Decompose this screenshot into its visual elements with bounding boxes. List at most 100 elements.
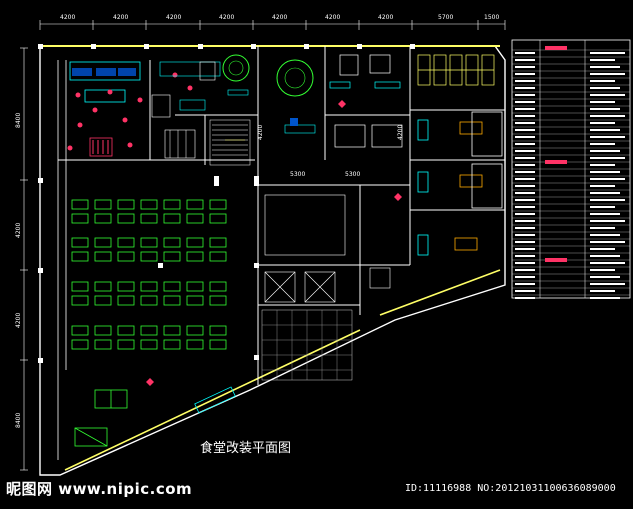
- top-dimension-label: 4200: [272, 14, 287, 21]
- schedule-cell-text: [515, 150, 535, 152]
- schedule-cell-text: [590, 101, 615, 103]
- schedule-cell-text: [590, 80, 615, 82]
- left-dimension-label: 4200: [15, 313, 22, 328]
- schedule-cell-text: [515, 255, 535, 257]
- schedule-cell-text: [515, 241, 535, 243]
- dining-table: [71, 339, 89, 350]
- dining-table: [209, 295, 227, 306]
- watermark-site: 昵图网 www.nipic.com: [6, 480, 193, 498]
- schedule-cell-text: [590, 115, 625, 117]
- dining-table: [209, 199, 227, 210]
- dining-table: [94, 339, 112, 350]
- schedule-cell-text: [590, 248, 615, 250]
- schedule-cell-text: [515, 262, 535, 264]
- dining-table: [71, 251, 89, 262]
- dining-table: [94, 199, 112, 210]
- schedule-cell-text: [515, 171, 535, 173]
- schedule-cell-text: [515, 164, 535, 166]
- schedule-cell-text: [515, 108, 535, 110]
- schedule-cell-text: [515, 283, 535, 285]
- schedule-cell-text: [515, 66, 535, 68]
- schedule-cell-text: [590, 276, 620, 278]
- dining-table: [186, 325, 204, 336]
- schedule-cell-text: [515, 136, 535, 138]
- dining-table: [71, 213, 89, 224]
- schedule-cell-text: [515, 269, 535, 271]
- top-dimension-label: 4200: [219, 14, 234, 21]
- schedule-cell-text: [590, 213, 620, 215]
- schedule-cell-text: [590, 59, 615, 61]
- dining-table: [71, 295, 89, 306]
- left-dimension-line: [20, 47, 28, 471]
- side-offices: [417, 111, 503, 256]
- schedule-cell-text: [590, 136, 625, 138]
- dining-table: [163, 339, 181, 350]
- schedule-cell-text: [515, 234, 535, 236]
- schedule-cell-text: [590, 122, 615, 124]
- dining-table: [163, 295, 181, 306]
- schedule-cell-text: [590, 290, 615, 292]
- schedule-table: [511, 39, 631, 299]
- dining-table: [186, 339, 204, 350]
- schedule-cell-text: [590, 192, 620, 194]
- top-dimension-label: 4200: [60, 14, 75, 21]
- schedule-cell-text: [590, 66, 620, 68]
- dining-table: [186, 251, 204, 262]
- dining-table: [209, 237, 227, 248]
- service-rooms: [264, 194, 391, 303]
- dining-table: [140, 295, 158, 306]
- schedule-cell-text: [515, 206, 535, 208]
- schedule-cell-text: [590, 94, 625, 96]
- schedule-cell-text: [515, 122, 535, 124]
- top-dimension-line: [39, 20, 506, 30]
- top-dimension-label: 4200: [113, 14, 128, 21]
- schedule-cell-text: [590, 255, 620, 257]
- schedule-cell-text: [590, 108, 620, 110]
- schedule-cell-text: [515, 199, 535, 201]
- dining-table: [163, 213, 181, 224]
- inner-dimension-label: 5300: [345, 171, 360, 178]
- dining-table: [186, 295, 204, 306]
- dining-table: [209, 339, 227, 350]
- schedule-cell-text: [590, 178, 625, 180]
- dining-table: [186, 281, 204, 292]
- schedule-cell-text: [515, 213, 535, 215]
- schedule-cell-text: [515, 143, 535, 145]
- schedule-cell-text: [515, 185, 535, 187]
- dining-table: [163, 251, 181, 262]
- schedule-cell-text: [590, 171, 620, 173]
- dining-table: [209, 281, 227, 292]
- dining-tables: [71, 199, 227, 350]
- dining-table: [94, 281, 112, 292]
- lower-left-fixtures: [74, 386, 236, 447]
- schedule-cell-text: [590, 206, 615, 208]
- schedule-cell-text: [590, 129, 620, 131]
- schedule-cell-text: [515, 220, 535, 222]
- dining-table: [117, 281, 135, 292]
- schedule-cell-text: [590, 143, 615, 145]
- top-dimension-label: 4200: [325, 14, 340, 21]
- schedule-cell-text: [590, 52, 625, 54]
- schedule-cell-text: [515, 115, 535, 117]
- schedule-cell-text: [590, 164, 615, 166]
- top-dimension-label: 5700: [438, 14, 453, 21]
- dining-table: [163, 325, 181, 336]
- dining-table: [94, 295, 112, 306]
- dining-table: [117, 199, 135, 210]
- schedule-cell-text: [515, 227, 535, 229]
- dining-table: [117, 325, 135, 336]
- dining-table: [117, 295, 135, 306]
- schedule-cell-text: [590, 199, 625, 201]
- schedule-cell-text: [590, 269, 615, 271]
- dining-table: [140, 281, 158, 292]
- dining-table: [163, 237, 181, 248]
- structural-columns: [38, 44, 415, 363]
- dining-table: [94, 237, 112, 248]
- dining-table: [71, 281, 89, 292]
- private-dining-rooms: [222, 54, 316, 134]
- schedule-cell-text: [515, 129, 535, 131]
- dining-table: [140, 251, 158, 262]
- inner-dimension-label: 4200: [257, 125, 264, 140]
